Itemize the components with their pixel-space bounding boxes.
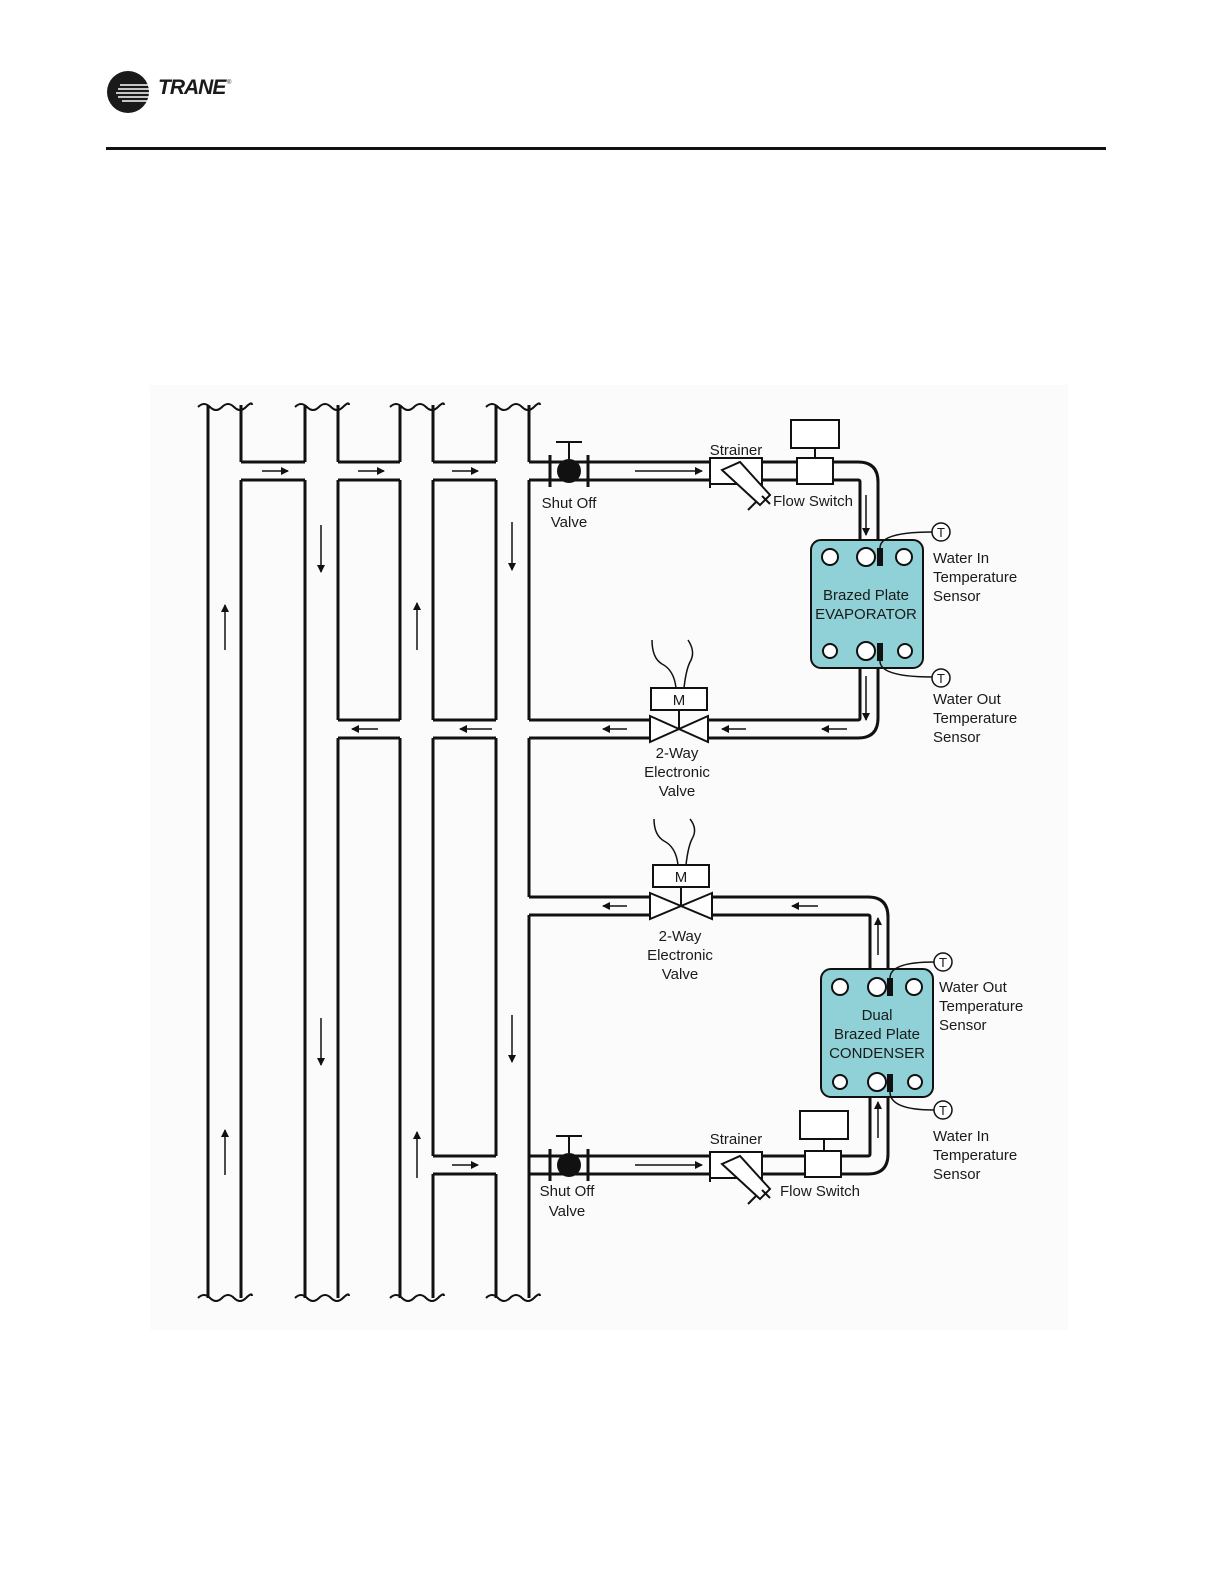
valve-top-label-2: Electronic bbox=[644, 764, 710, 781]
sensor-symbol: T bbox=[939, 955, 947, 970]
valve-top-motor: M bbox=[673, 692, 686, 709]
evap-water-out-label-1: Water Out bbox=[933, 691, 1002, 708]
condenser-label-3: CONDENSER bbox=[829, 1045, 925, 1062]
evaporator bbox=[810, 539, 924, 669]
valve-bottom-label-1: 2-Way bbox=[659, 928, 702, 945]
pipe-break-marks bbox=[197, 402, 541, 1302]
shutoff-bottom-label: Shut Off bbox=[540, 1183, 596, 1200]
cond-water-out-label-2: Temperature bbox=[939, 998, 1023, 1015]
condenser bbox=[820, 968, 934, 1098]
flowswitch-bottom-label: Flow Switch bbox=[780, 1183, 860, 1200]
condenser-label-2: Brazed Plate bbox=[834, 1026, 920, 1043]
shut-off-valve-icon bbox=[548, 441, 590, 487]
valve-top-label-3: Valve bbox=[659, 783, 695, 800]
shut-off-valve-icon bbox=[548, 1135, 590, 1181]
evaporator-label-1: Brazed Plate bbox=[823, 587, 909, 604]
flow-switch-icon bbox=[790, 419, 840, 485]
shutoff-bottom-label-2: Valve bbox=[549, 1203, 585, 1220]
sensor-symbol: T bbox=[937, 525, 945, 540]
evap-water-in-label-3: Sensor bbox=[933, 588, 981, 605]
sensor-symbol: T bbox=[939, 1103, 947, 1118]
cond-water-in-label-3: Sensor bbox=[933, 1166, 981, 1183]
valve-bottom-motor: M bbox=[675, 869, 688, 886]
sensor-symbol: T bbox=[937, 671, 945, 686]
condenser-label-1: Dual bbox=[862, 1007, 893, 1024]
shutoff-top-label: Shut Off bbox=[542, 495, 598, 512]
strainer-top-label: Strainer bbox=[710, 442, 763, 459]
valve-top-label-1: 2-Way bbox=[656, 745, 699, 762]
trane-logo-icon bbox=[107, 71, 149, 113]
cond-water-out-label-3: Sensor bbox=[939, 1017, 987, 1034]
page-header: TRANE ® bbox=[0, 0, 1224, 160]
flowswitch-top-label: Flow Switch bbox=[773, 493, 853, 510]
cond-water-in-label-2: Temperature bbox=[933, 1147, 1017, 1164]
shutoff-top-label-2: Valve bbox=[551, 514, 587, 531]
strainer-icon bbox=[709, 457, 772, 511]
strainer-bottom-label: Strainer bbox=[710, 1131, 763, 1148]
evap-return-pipe bbox=[338, 668, 880, 740]
cond-return-pipe bbox=[529, 895, 890, 970]
diagram-panel bbox=[150, 385, 1068, 1330]
cond-water-in-label-1: Water In bbox=[933, 1128, 989, 1145]
valve-bottom-label-2: Electronic bbox=[647, 947, 713, 964]
cond-water-out-label-1: Water Out bbox=[939, 979, 1008, 996]
brand-name: TRANE bbox=[158, 76, 226, 99]
flow-switch-icon bbox=[799, 1110, 849, 1178]
flow-arrow-icon bbox=[221, 467, 882, 1178]
evap-water-out-label-2: Temperature bbox=[933, 710, 1017, 727]
two-way-valve-icon bbox=[649, 818, 713, 921]
two-way-valve-icon bbox=[649, 639, 709, 744]
evaporator-label-2: EVAPORATOR bbox=[815, 606, 917, 623]
registered-mark: ® bbox=[227, 80, 232, 86]
temperature-sensor-icon bbox=[889, 952, 953, 1120]
header-rule bbox=[106, 147, 1106, 150]
strainer-icon bbox=[709, 1151, 772, 1205]
riser-pipes bbox=[206, 405, 531, 1298]
temperature-sensor-icon bbox=[879, 522, 951, 688]
evap-water-in-label-1: Water In bbox=[933, 550, 989, 567]
valve-bottom-label-3: Valve bbox=[662, 966, 698, 983]
evap-water-in-label-2: Temperature bbox=[933, 569, 1017, 586]
evap-water-out-label-3: Sensor bbox=[933, 729, 981, 746]
